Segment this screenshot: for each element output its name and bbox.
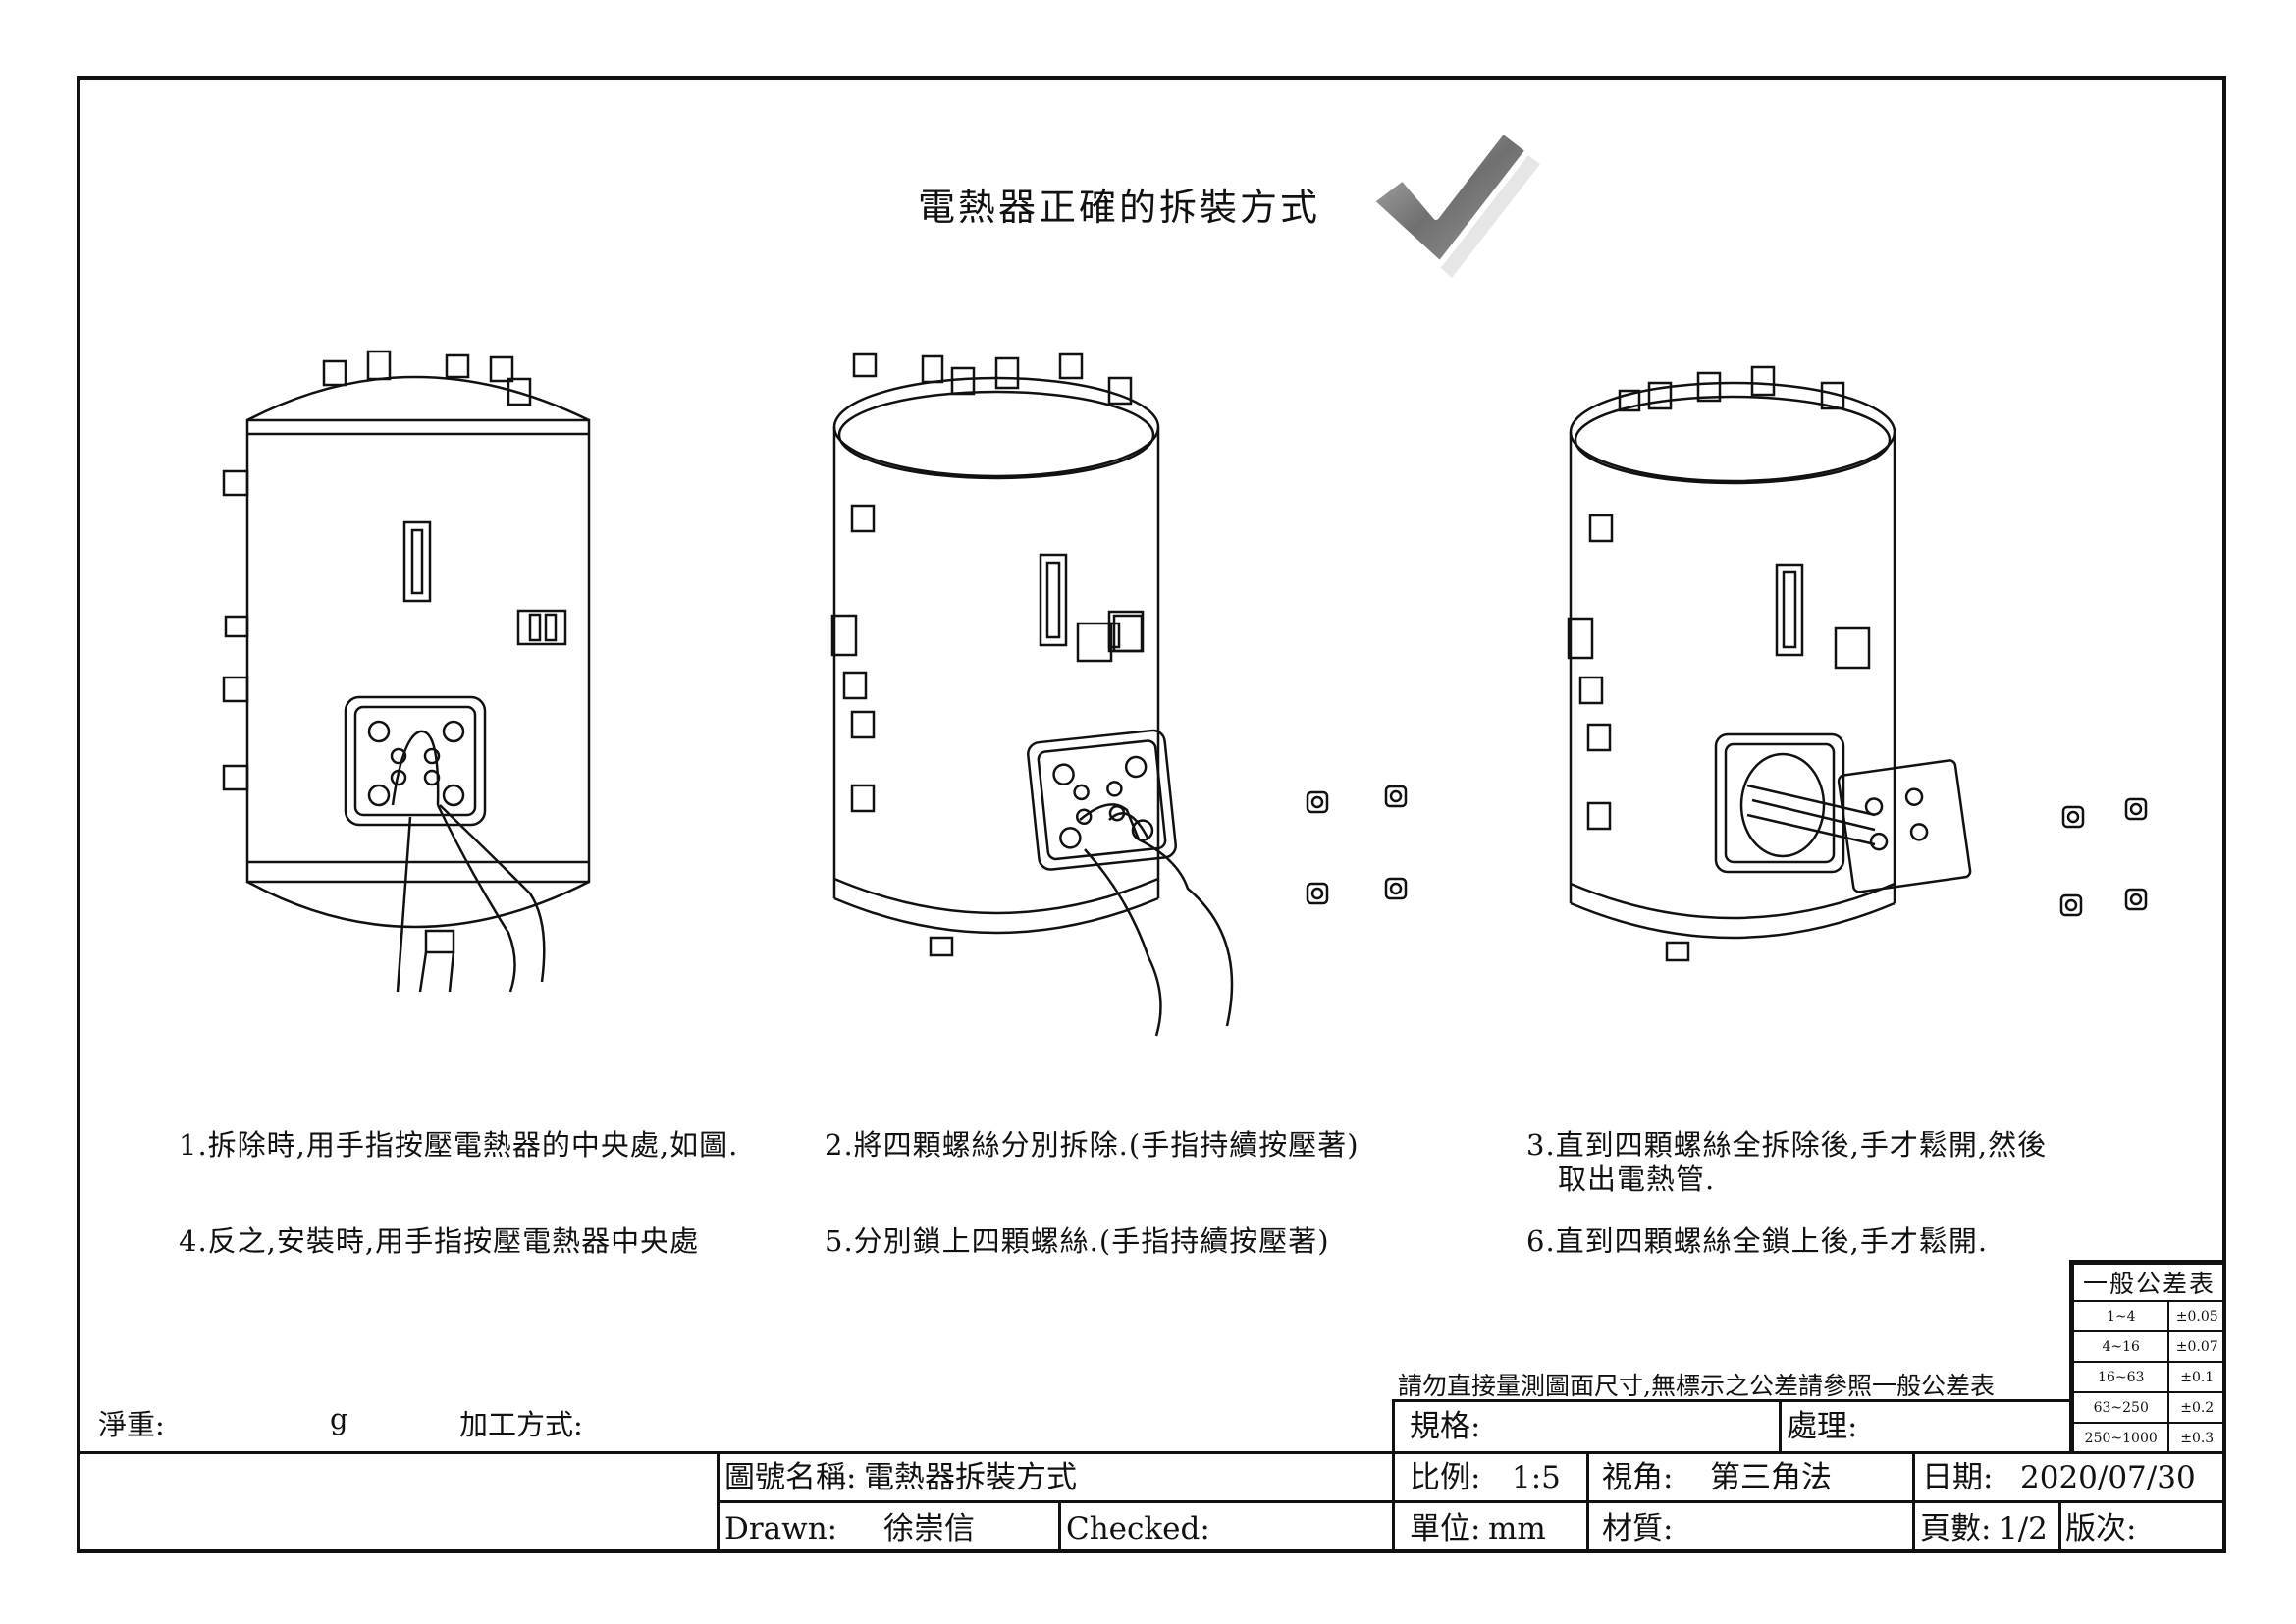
- step-4-text: 4.反之,安裝時,用手指按壓電熱器中央處: [179, 1224, 700, 1258]
- tol-range: 4~16: [2071, 1330, 2170, 1363]
- tb-line: [1058, 1500, 1061, 1553]
- drawn-by: 徐崇信: [883, 1511, 975, 1546]
- table-row: 16~63±0.1: [2071, 1361, 2226, 1393]
- tol-value: ±0.07: [2167, 1330, 2226, 1363]
- step-3-text-cont: 取出電熱管.: [1558, 1163, 1716, 1196]
- tb-line: [1779, 1399, 1782, 1451]
- step-1-text: 1.拆除時,用手指按壓電熱器的中央處,如圖.: [179, 1128, 739, 1162]
- spec-label: 規格:: [1410, 1409, 1481, 1444]
- drawn-label: Drawn:: [724, 1511, 838, 1546]
- tb-line: [1392, 1399, 1395, 1553]
- tol-value: ±0.3: [2167, 1422, 2226, 1454]
- tol-value: ±0.1: [2167, 1361, 2226, 1393]
- drawing-title: 電熱器正確的拆裝方式: [918, 186, 1321, 229]
- tb-line: [717, 1500, 2226, 1503]
- view-label: 視角:: [1602, 1460, 1674, 1495]
- scale-value: 1:5: [1512, 1460, 1561, 1495]
- tol-range: 1~4: [2071, 1300, 2170, 1332]
- table-row: 4~16±0.07: [2071, 1330, 2226, 1363]
- page-value: 1/2: [1999, 1511, 2048, 1546]
- date-label: 日期:: [1922, 1460, 1994, 1495]
- tol-range: 63~250: [2071, 1391, 2170, 1424]
- tol-value: ±0.2: [2167, 1391, 2226, 1424]
- net-weight-label: 淨重:: [98, 1408, 165, 1441]
- tb-line: [2058, 1500, 2061, 1553]
- unit-label: 單位:: [1410, 1511, 1481, 1546]
- table-row: 250~1000±0.3: [2071, 1422, 2226, 1454]
- tb-line: [1392, 1399, 2071, 1402]
- scale-label: 比例:: [1410, 1460, 1481, 1495]
- tolerance-header: 一般公差表: [2072, 1263, 2226, 1302]
- table-row: 63~250±0.2: [2071, 1391, 2226, 1424]
- tol-range: 16~63: [2071, 1361, 2170, 1393]
- heater-front-view: [222, 350, 591, 993]
- date-value: 2020/07/30: [2020, 1460, 2196, 1495]
- step-5-text: 5.分別鎖上四顆螺絲.(手指持續按壓著): [825, 1224, 1330, 1258]
- view-value: 第三角法: [1710, 1460, 1832, 1495]
- material-label: 材質:: [1602, 1511, 1674, 1546]
- tb-line: [77, 1451, 2226, 1454]
- tolerance-table: 一般公差表 1~4±0.05 4~16±0.07 16~63±0.1 63~25…: [2069, 1260, 2226, 1454]
- tb-line: [1586, 1451, 1589, 1553]
- drawing-frame: [77, 76, 2226, 1553]
- checkmark-icon: [1368, 128, 1540, 278]
- process-label: 加工方式:: [459, 1408, 583, 1441]
- tol-value: ±0.05: [2167, 1300, 2226, 1332]
- heater-element-extraction-view: [1567, 365, 2148, 962]
- drawing-name: 電熱器拆裝方式: [864, 1460, 1077, 1495]
- step-6-text: 6.直到四顆螺絲全鎖上後,手才鬆開.: [1526, 1224, 1989, 1258]
- step-3-text: 3.直到四顆螺絲全拆除後,手才鬆開,然後: [1526, 1128, 2048, 1162]
- unit-value: mm: [1488, 1511, 1546, 1546]
- heater-screws-removal-view: [830, 352, 1408, 1037]
- checked-label: Checked:: [1066, 1511, 1210, 1546]
- tb-line: [1912, 1451, 1915, 1553]
- page-label: 頁數:: [1920, 1511, 1992, 1546]
- measure-warning: 請勿直接量測圖面尺寸,無標示之公差請參照一般公差表: [1398, 1372, 1995, 1400]
- table-row: 1~4±0.05: [2071, 1300, 2226, 1332]
- treatment-label: 處理:: [1787, 1409, 1858, 1444]
- drawing-name-label: 圖號名稱:: [724, 1460, 857, 1495]
- tb-line: [717, 1451, 720, 1553]
- weight-unit: g: [330, 1402, 348, 1435]
- tol-range: 250~1000: [2071, 1422, 2170, 1454]
- version-label: 版次:: [2065, 1511, 2137, 1546]
- step-2-text: 2.將四顆螺絲分別拆除.(手指持續按壓著): [825, 1128, 1360, 1162]
